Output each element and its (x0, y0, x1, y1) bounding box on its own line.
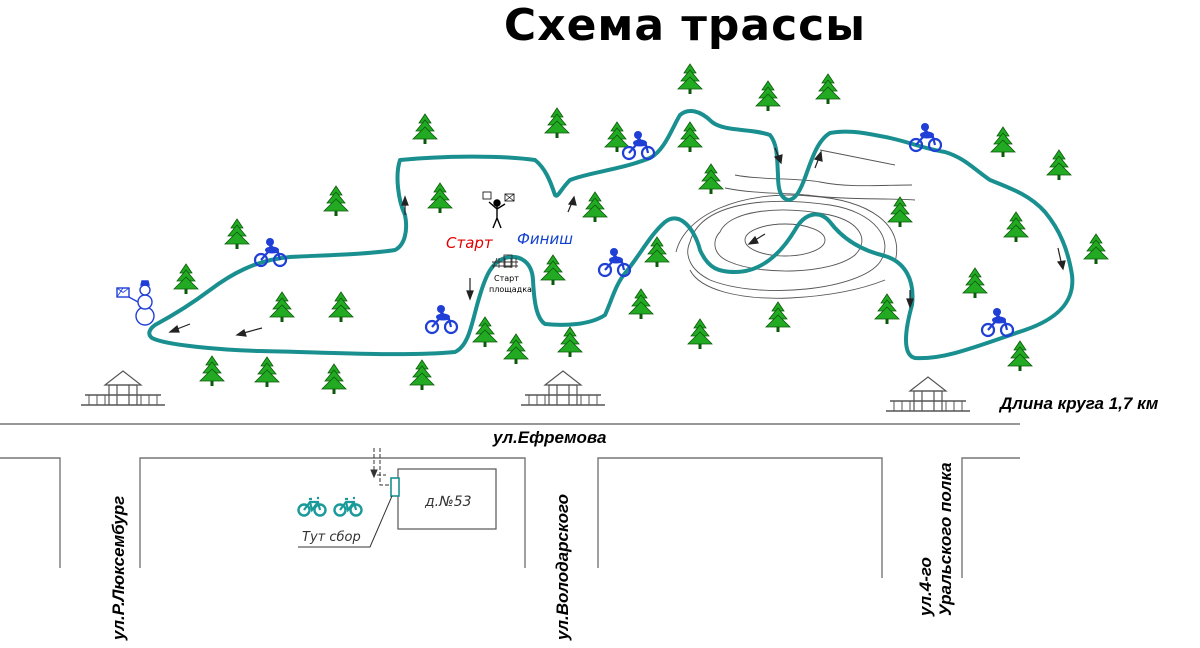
pine-tree-icon (698, 163, 724, 195)
pine-tree-icon (544, 107, 570, 139)
map-title: Схема трассы (504, 0, 866, 51)
pine-tree-icon (173, 263, 199, 295)
forest (173, 63, 1109, 395)
pine-tree-icon (323, 185, 349, 217)
start-area-label-2: площадка (489, 285, 532, 294)
street-uralskogo-1: ул.4-го (916, 557, 935, 617)
motorbike-icon (424, 303, 459, 335)
street-volodarskogo: ул.Володарского (553, 494, 572, 641)
pine-tree-icon (254, 356, 280, 388)
direction-arrow-icon (567, 195, 577, 213)
pine-tree-icon (199, 355, 225, 387)
street-uralskogo-2: Уральского полка (936, 462, 955, 616)
pine-tree-icon (321, 363, 347, 395)
race-track (147, 108, 1075, 361)
pine-tree-icon (427, 182, 453, 214)
terrain-contours (675, 149, 916, 299)
gathering-pointer (298, 495, 393, 548)
pine-tree-icon (540, 254, 566, 286)
pine-tree-icon (962, 267, 988, 299)
snowman-icon (116, 280, 155, 326)
pine-tree-icon (765, 301, 791, 333)
street-efremova: ул.Ефремова (492, 428, 606, 447)
pine-tree-icon (224, 218, 250, 250)
direction-arrow-icon (370, 469, 378, 479)
house-entrance (390, 477, 400, 497)
pine-tree-icon (582, 191, 608, 223)
pine-tree-icon (887, 196, 913, 228)
lap-length: Длина круга 1,7 км (998, 394, 1159, 413)
direction-arrow-icon (1056, 247, 1066, 271)
entrance-arrows (370, 448, 391, 486)
pine-tree-icon (328, 291, 354, 323)
street-luxemburg: ул.Р.Люксембург (109, 496, 128, 641)
pine-tree-icon (1083, 233, 1109, 265)
road-lines (0, 423, 1020, 578)
pine-tree-icon (269, 291, 295, 323)
start-label: Старт (446, 234, 494, 252)
direction-arrow-icon (401, 195, 409, 215)
pine-tree-icon (412, 113, 438, 145)
pine-tree-icon (874, 293, 900, 325)
pine-tree-icon (1046, 149, 1072, 181)
pine-tree-icon (755, 80, 781, 112)
direction-arrow-icon (906, 290, 914, 309)
bicycle-icon (297, 496, 327, 517)
pine-tree-icon (472, 316, 498, 348)
pine-tree-icon (1003, 211, 1029, 243)
pine-tree-icon (677, 121, 703, 153)
pine-tree-icon (628, 288, 654, 320)
direction-arrow-icon (747, 233, 766, 245)
direction-arrow-icon (813, 150, 823, 169)
direction-arrows (168, 147, 1066, 337)
pine-tree-icon (503, 333, 529, 365)
direction-arrow-icon (773, 147, 783, 165)
finish-label: Финиш (517, 230, 573, 248)
pine-tree-icon (677, 63, 703, 95)
pine-tree-icon (409, 359, 435, 391)
direction-arrow-icon (235, 327, 263, 337)
pine-tree-icon (557, 326, 583, 358)
pine-tree-icon (815, 73, 841, 105)
pine-tree-icon (1007, 340, 1033, 372)
flagman-icon (482, 191, 515, 229)
motorbike-icon (621, 129, 656, 161)
motorbike-icon (980, 306, 1015, 338)
house-53 (397, 468, 497, 530)
gazebo-icon (885, 376, 971, 412)
bicycle-icon (333, 496, 363, 517)
pine-tree-icon (990, 126, 1016, 158)
pine-tree-icon (687, 318, 713, 350)
start-area-label: Старт (494, 274, 519, 283)
house-53-label: д.№53 (424, 494, 472, 510)
gazebo-icon (80, 370, 166, 406)
direction-arrow-icon (168, 323, 191, 333)
direction-arrow-icon (466, 278, 474, 301)
start-area-stands (492, 254, 518, 269)
gazebo-icon (520, 370, 606, 406)
gathering-label: Тут сбор (302, 530, 361, 545)
